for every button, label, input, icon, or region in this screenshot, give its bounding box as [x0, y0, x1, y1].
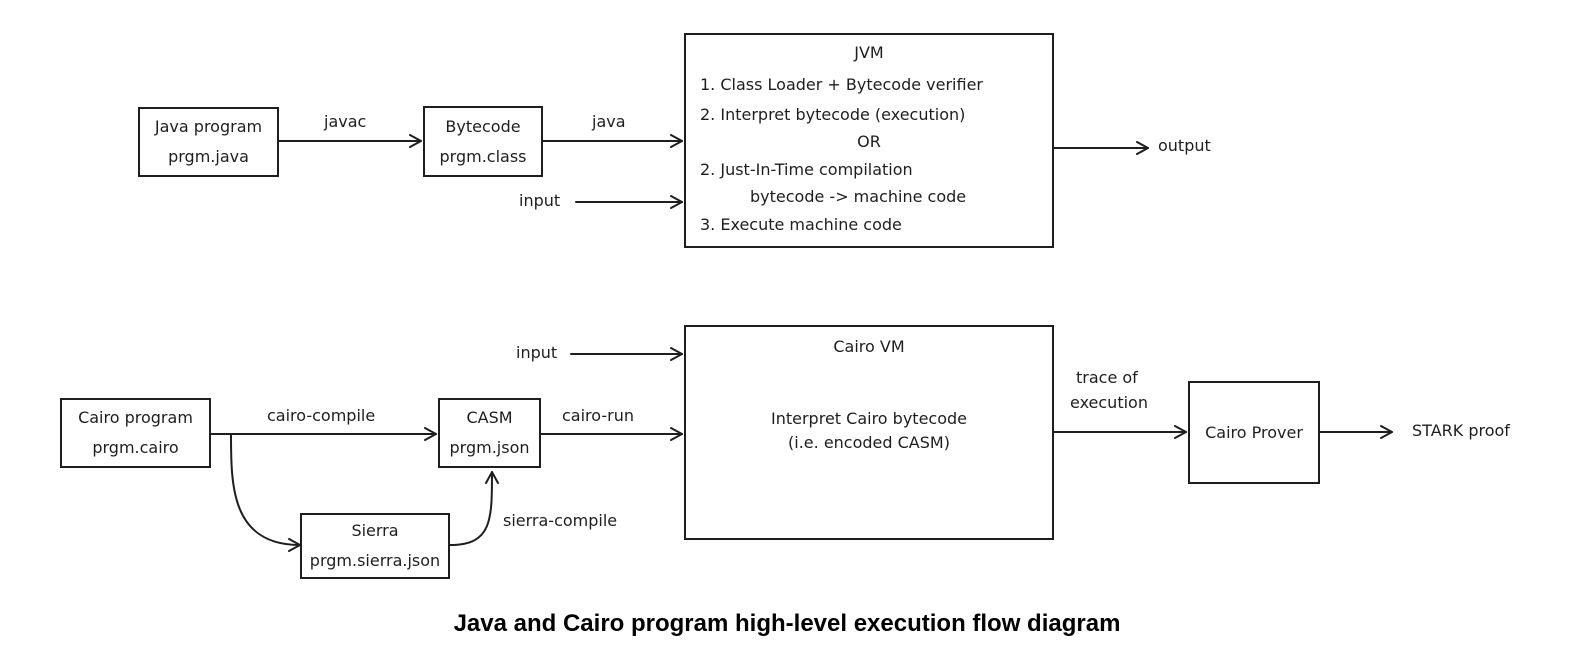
java-label: java — [592, 112, 626, 131]
casm-file: prgm.json — [449, 438, 530, 457]
cairo-program-file: prgm.cairo — [92, 438, 179, 457]
stark-proof-label: STARK proof — [1412, 421, 1510, 440]
cairo-prover-box: Cairo Prover — [1188, 381, 1320, 484]
jvm-input-label: input — [519, 191, 561, 210]
sierra-file: prgm.sierra.json — [309, 551, 441, 570]
bytecode-file: prgm.class — [439, 146, 527, 166]
trace-label-line-2: execution — [1070, 393, 1148, 412]
cairo-prover-label: Cairo Prover — [1205, 422, 1303, 442]
java-program-file: prgm.java — [168, 147, 249, 166]
sierra-compile-label: sierra-compile — [503, 511, 618, 530]
cairo-input-label: input — [516, 343, 558, 362]
jvm-step-1: 1. Class Loader + Bytecode verifier — [700, 75, 983, 94]
cairo-vm-description-detail: (i.e. encoded CASM) — [788, 433, 950, 452]
jvm-or: OR — [857, 132, 881, 151]
jvm-title: JVM — [854, 43, 884, 62]
output-label: output — [1158, 136, 1211, 155]
jvm-step-2-interpret: 2. Interpret bytecode (execution) — [700, 105, 966, 124]
arrow-sierra-to-casm — [449, 471, 499, 546]
jvm-step-3: 3. Execute machine code — [700, 215, 902, 234]
cairo-vm-description: Interpret Cairo bytecode — [771, 409, 967, 428]
casm-box: CASM prgm.json — [438, 398, 541, 468]
jvm-step-2-jit-detail: bytecode -> machine code — [750, 187, 967, 206]
sierra-name: Sierra — [351, 521, 399, 540]
java-program-name: Java program — [154, 117, 263, 136]
cairo-run-label: cairo-run — [562, 406, 634, 425]
cairo-program-box: Cairo program prgm.cairo — [60, 398, 211, 468]
bytecode-box: Bytecode prgm.class — [423, 106, 543, 177]
cairo-program-name: Cairo program — [78, 408, 193, 427]
jvm-box: JVM 1. Class Loader + Bytecode verifier … — [684, 33, 1054, 248]
casm-name: CASM — [466, 408, 513, 427]
diagram-caption: Java and Cairo program high-level execut… — [453, 610, 1121, 637]
cairo-compile-label: cairo-compile — [267, 406, 376, 425]
cairo-vm-box: Cairo VM Interpret Cairo bytecode (i.e. … — [684, 325, 1054, 540]
arrow-cairo-to-sierra — [230, 433, 301, 552]
cairo-vm-title: Cairo VM — [833, 337, 905, 356]
javac-label: javac — [324, 112, 367, 131]
jvm-step-2-jit: 2. Just-In-Time compilation — [700, 160, 913, 179]
sierra-box: Sierra prgm.sierra.json — [300, 513, 450, 579]
trace-label-line-1: trace of — [1076, 368, 1138, 387]
java-program-box: Java program prgm.java — [138, 107, 279, 177]
bytecode-name: Bytecode — [445, 116, 521, 136]
